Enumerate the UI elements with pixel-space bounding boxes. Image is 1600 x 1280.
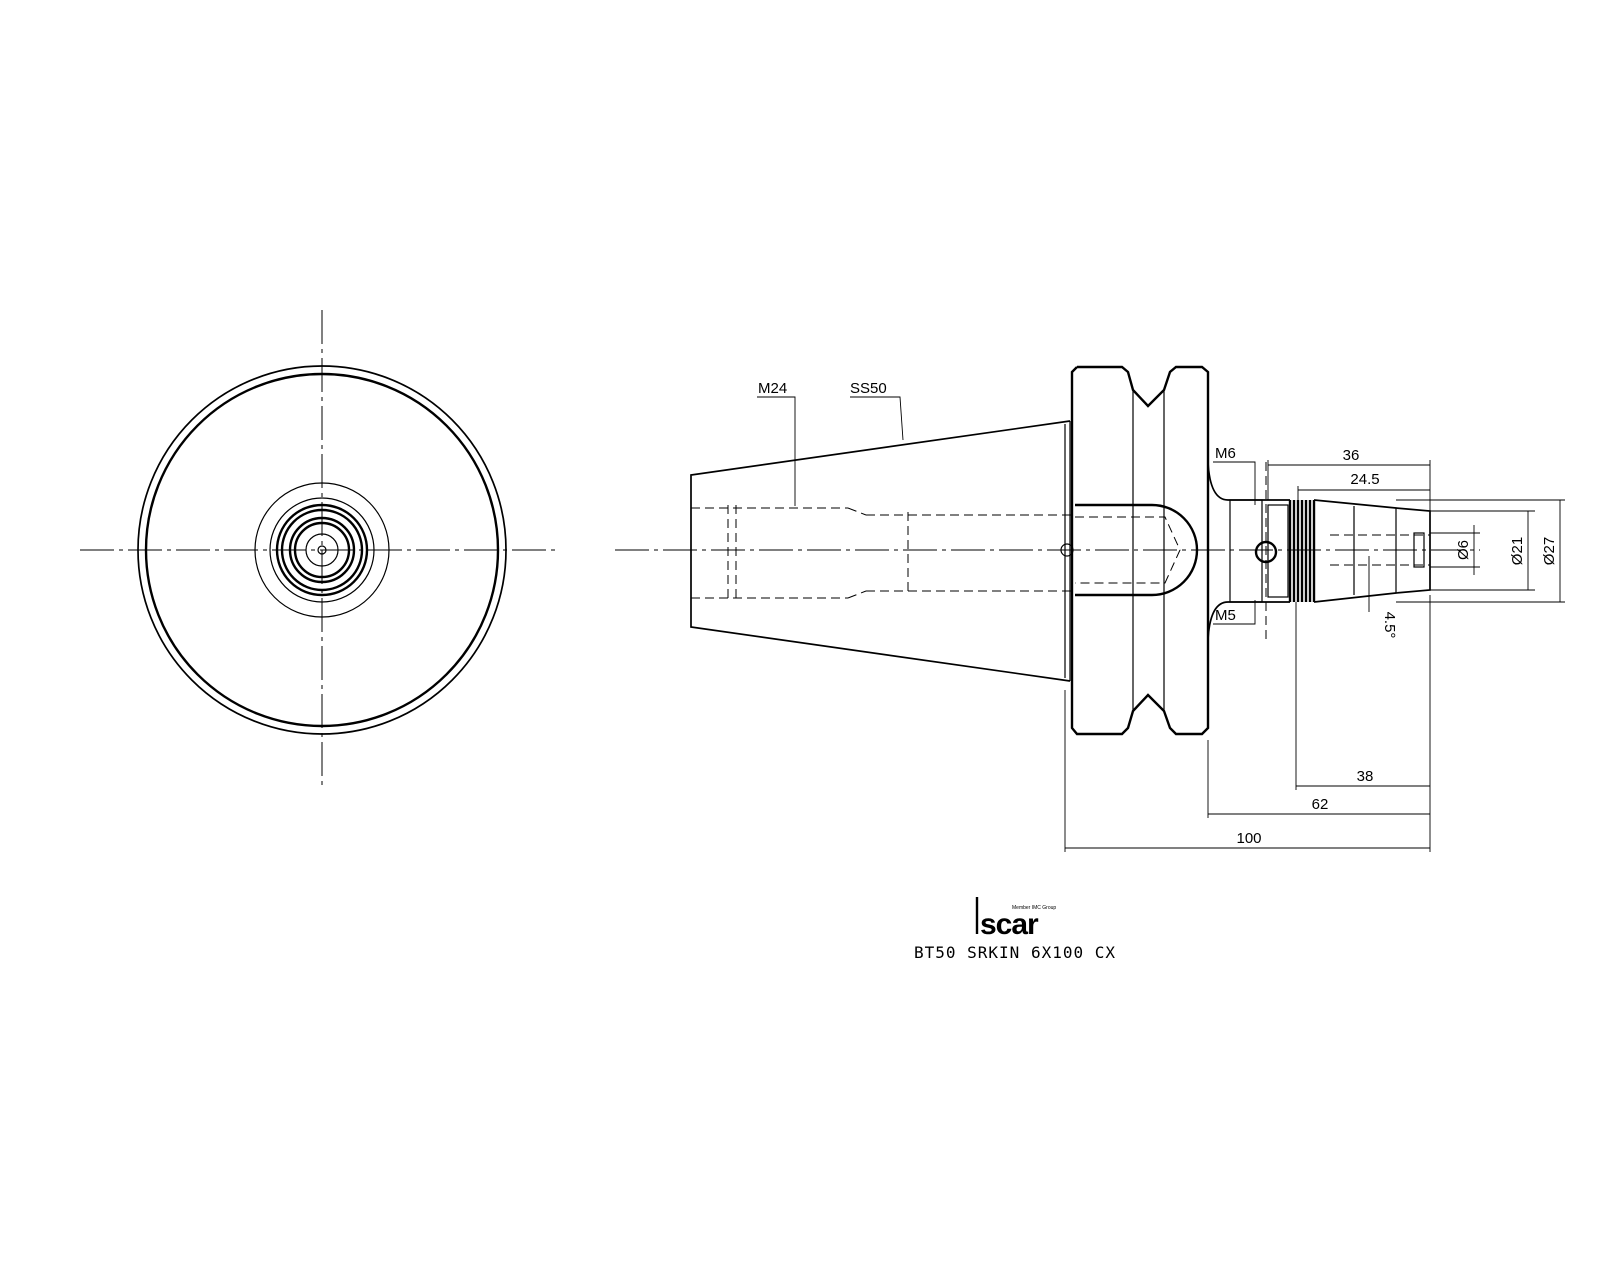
logo-wordmark: scar bbox=[980, 908, 1039, 941]
annotations: M24 SS50 M6 M5 36 24.5 Ø6 Ø21 Ø27 4.5° bbox=[757, 380, 1565, 852]
angle-label: 4.5° bbox=[1381, 612, 1398, 639]
collet-ring-inner bbox=[293, 521, 351, 579]
collet-thread bbox=[1288, 500, 1316, 602]
flange-outer-circle bbox=[137, 365, 507, 735]
m24-leader bbox=[757, 396, 796, 506]
logo-tagline: Member IMC Group bbox=[1012, 905, 1056, 911]
m5-label: M5 bbox=[1215, 607, 1236, 624]
ss50-leader bbox=[850, 396, 904, 441]
m6-label: M6 bbox=[1215, 445, 1236, 462]
m5-leader bbox=[1213, 600, 1256, 625]
brand-logo: scar Member IMC Group bbox=[975, 897, 1056, 941]
flange-chamfer-circle bbox=[144, 372, 500, 728]
dim-36: 36 bbox=[1343, 447, 1360, 464]
hidden-bore bbox=[691, 505, 1075, 601]
nut-ring-inner bbox=[280, 508, 364, 592]
dim-dia27: Ø27 bbox=[1541, 537, 1558, 565]
m6-leader bbox=[1213, 461, 1256, 505]
screw-body-section bbox=[1229, 499, 1263, 603]
front-view bbox=[80, 310, 560, 790]
collet-ring-outer bbox=[288, 516, 356, 584]
side-view bbox=[615, 365, 1480, 736]
part-name: BT50 SRKIN 6X100 CX bbox=[914, 943, 1116, 962]
dim-dia6: Ø6 bbox=[1455, 540, 1472, 560]
flange-section-cutout bbox=[1075, 503, 1199, 597]
taper-shank-outline bbox=[690, 420, 1071, 682]
hidden-cone-seat bbox=[1075, 516, 1181, 584]
dim-38: 38 bbox=[1357, 768, 1374, 785]
neck-upper-fillet bbox=[1207, 461, 1290, 501]
bore-circle bbox=[305, 533, 339, 567]
screw-body-inner bbox=[1267, 504, 1289, 598]
dim-100: 100 bbox=[1236, 830, 1261, 847]
nut-ring-outer bbox=[275, 503, 369, 597]
dim-dia21: Ø21 bbox=[1509, 537, 1526, 565]
m24-label: M24 bbox=[758, 380, 787, 397]
ss50-label: SS50 bbox=[850, 380, 887, 397]
bore-center-mark bbox=[317, 545, 327, 555]
nut-outer-circle bbox=[269, 497, 375, 603]
neck-lower-fillet bbox=[1207, 601, 1290, 641]
collet-nose-taper bbox=[1313, 499, 1431, 603]
dim-62: 62 bbox=[1312, 796, 1329, 813]
coolant-nipple bbox=[1060, 543, 1074, 557]
tool-shank-window bbox=[1413, 532, 1425, 568]
collar-outer-circle bbox=[254, 482, 390, 618]
flange-outline bbox=[1070, 365, 1210, 736]
dim-24-5: 24.5 bbox=[1350, 471, 1379, 488]
